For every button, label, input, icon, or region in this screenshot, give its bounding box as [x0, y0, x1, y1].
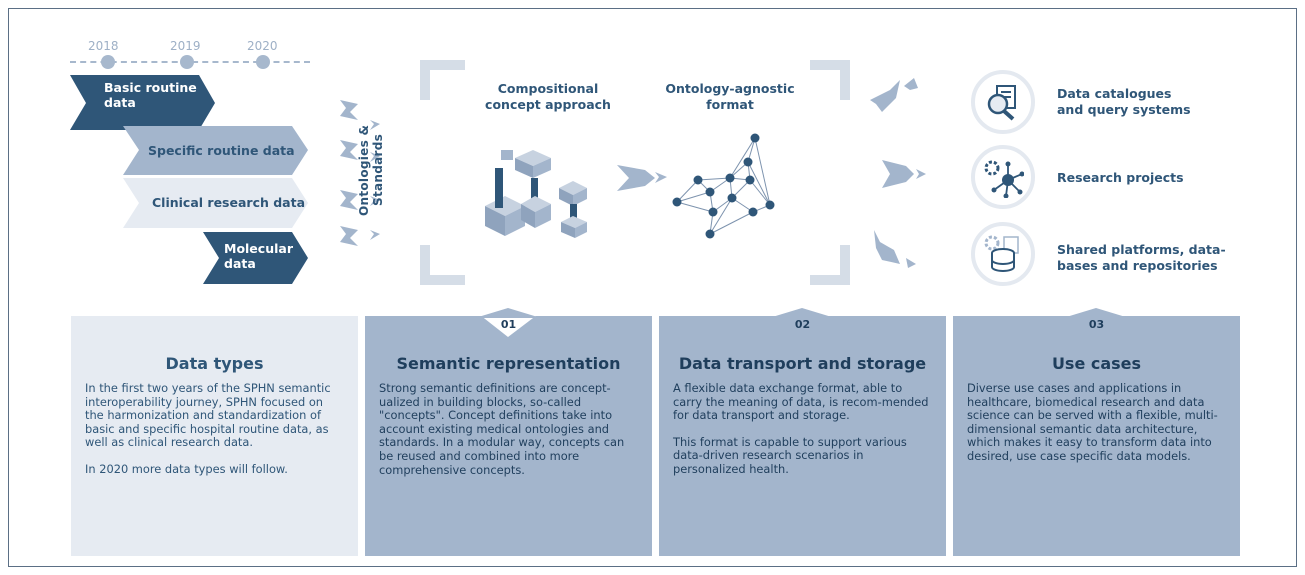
data-catalogue-icon — [971, 70, 1035, 134]
chevron-concept-to-format — [617, 165, 667, 191]
timeline-dot — [256, 55, 270, 69]
panel-tabs — [475, 308, 1129, 318]
panel-semantic-representation: 01 Semantic representation Strong semant… — [365, 315, 652, 556]
concept-approach-heading: Compositional concept approach — [485, 81, 611, 112]
step-number: 02 — [794, 318, 811, 331]
data-type-arrows — [70, 75, 308, 284]
panel-text: Strong semantic definitions are concept-… — [379, 381, 625, 477]
chevron-group-left — [340, 100, 380, 246]
panel-title: Data transport and storage — [678, 354, 927, 373]
chevron-group-right — [870, 78, 926, 268]
panel-use-cases: 03 Use cases Diverse use cases and appli… — [953, 316, 1240, 556]
timeline-dot — [101, 55, 115, 69]
panel-data-transport: 02 Data transport and storage A flexible… — [659, 316, 946, 556]
format-heading: Ontology-agnostic format — [665, 81, 795, 112]
year-label: 2019 — [170, 39, 201, 53]
year-label: 2018 — [88, 39, 119, 53]
panel-title: Semantic representation — [396, 354, 621, 373]
basic-routine-arrow — [70, 75, 215, 130]
ontologies-standards-label: Ontologies & Standards — [357, 124, 385, 216]
step-number: 01 — [500, 318, 517, 331]
clinical-research-arrow — [123, 178, 308, 228]
panel-title: Use cases — [1051, 354, 1142, 373]
panel-text: A flexible data exchange format, able to… — [673, 381, 929, 476]
panel-text: In the first two years of the SPHN seman… — [85, 381, 331, 476]
year-label: 2020 — [247, 39, 278, 53]
timeline-dot — [180, 55, 194, 69]
network-graph-icon — [672, 133, 775, 239]
panel-data-types: Data types In the first two years of the… — [71, 316, 358, 556]
panel-title: Data types — [165, 354, 264, 373]
specific-routine-arrow — [123, 126, 308, 175]
shared-platforms-icon — [971, 222, 1035, 286]
research-projects-icon — [971, 145, 1035, 209]
panel-text: Diverse use cases and applications in he… — [967, 381, 1218, 463]
step-number: 03 — [1088, 318, 1105, 331]
data-type-specific-routine: Specific routine data — [148, 143, 295, 158]
data-type-clinical-research: Clinical research data — [152, 195, 306, 210]
panel-tab-notches — [365, 316, 1241, 342]
use-case-label: Research projects — [1057, 170, 1184, 185]
brackets — [420, 60, 850, 285]
use-case-label: Shared platforms, data-bases and reposit… — [1057, 242, 1226, 273]
molecular-arrow — [203, 232, 308, 284]
building-blocks-icon — [485, 150, 587, 238]
